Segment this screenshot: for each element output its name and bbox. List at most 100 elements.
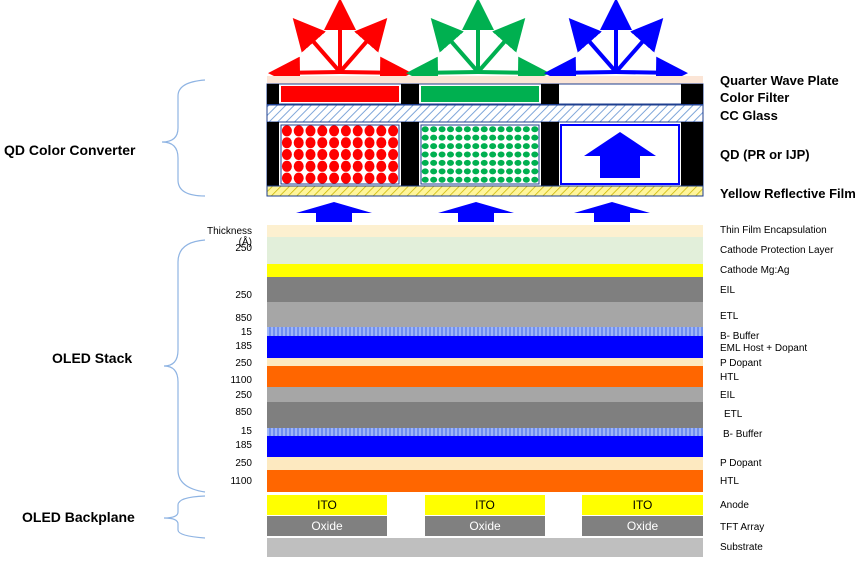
quantum-dot bbox=[480, 159, 488, 166]
quantum-dot bbox=[329, 125, 340, 137]
quantum-dot bbox=[522, 159, 530, 166]
quantum-dot bbox=[489, 168, 497, 175]
quantum-dot bbox=[497, 134, 505, 141]
quantum-dot bbox=[352, 149, 363, 160]
quantum-dot bbox=[388, 149, 399, 160]
qd-black-2 bbox=[401, 122, 419, 186]
quantum-dot bbox=[506, 159, 513, 166]
quantum-dot bbox=[305, 172, 316, 184]
quantum-dot bbox=[305, 137, 316, 149]
blue-excitation-arrow-3 bbox=[574, 202, 650, 222]
quantum-dot bbox=[531, 134, 539, 141]
quantum-dot bbox=[430, 151, 438, 158]
quantum-dot bbox=[489, 176, 497, 183]
quantum-dot bbox=[317, 125, 328, 137]
oxide-tft-3: Oxide bbox=[582, 516, 703, 536]
quantum-dot bbox=[430, 159, 438, 166]
quantum-dot bbox=[438, 126, 446, 133]
quantum-dot bbox=[421, 134, 429, 141]
quantum-dot bbox=[447, 176, 454, 183]
quantum-dot bbox=[497, 159, 505, 166]
quantum-dot bbox=[463, 126, 471, 133]
quantum-dot bbox=[472, 151, 480, 158]
thickness-header: Thickness (Å) bbox=[206, 226, 252, 248]
quantum-dot bbox=[472, 176, 480, 183]
thickness-value: 250 bbox=[235, 390, 252, 401]
stack-layer bbox=[267, 358, 703, 366]
quantum-dot bbox=[531, 168, 539, 175]
thickness-value: 250 bbox=[235, 458, 252, 469]
quantum-dot bbox=[430, 168, 438, 175]
thickness-value: 850 bbox=[235, 407, 252, 418]
quantum-dot bbox=[506, 168, 513, 175]
stack-layer bbox=[267, 225, 703, 237]
backplane-bracket bbox=[163, 495, 206, 539]
quantum-dot bbox=[281, 172, 292, 184]
quantum-dot bbox=[376, 137, 387, 149]
quantum-dot bbox=[497, 126, 505, 133]
quantum-dot bbox=[497, 176, 505, 183]
quantum-dot bbox=[447, 134, 454, 141]
tft-array-label: TFT Array bbox=[720, 522, 765, 533]
quantum-dot bbox=[305, 125, 316, 137]
thickness-value: 185 bbox=[235, 440, 252, 451]
quantum-dot bbox=[430, 143, 438, 150]
thickness-value: 850 bbox=[235, 313, 252, 324]
green-filter bbox=[421, 86, 539, 102]
thickness-value: 1100 bbox=[230, 375, 252, 386]
quantum-dot bbox=[447, 168, 454, 175]
quantum-dot bbox=[463, 143, 471, 150]
quantum-dot bbox=[376, 125, 387, 137]
blue-excitation-arrow-1 bbox=[296, 202, 372, 222]
quantum-dot bbox=[364, 160, 375, 172]
black-matrix-4 bbox=[681, 84, 703, 104]
quantum-dot bbox=[472, 159, 480, 166]
quantum-dot bbox=[293, 172, 304, 184]
layer-label: EIL bbox=[720, 285, 736, 296]
quantum-dot bbox=[455, 168, 463, 175]
black-matrix-3 bbox=[541, 84, 559, 104]
ito-anode-3: ITO bbox=[582, 495, 703, 515]
quantum-dot bbox=[340, 149, 351, 160]
quantum-dot bbox=[421, 143, 429, 150]
layer-label: P Dopant bbox=[720, 458, 762, 469]
cc-glass-label: CC Glass bbox=[720, 108, 778, 123]
quantum-dot bbox=[522, 134, 530, 141]
quantum-dot bbox=[506, 143, 513, 150]
thickness-value: 185 bbox=[235, 341, 252, 352]
qd-converter-diagram bbox=[266, 0, 704, 222]
quantum-dot bbox=[522, 168, 530, 175]
quantum-dot bbox=[388, 125, 399, 137]
green-emission-arrows bbox=[406, 0, 550, 89]
quantum-dot bbox=[438, 134, 446, 141]
quantum-dot bbox=[364, 149, 375, 160]
quantum-dot bbox=[455, 134, 463, 141]
quantum-dot bbox=[506, 151, 513, 158]
green-qd-cell bbox=[420, 124, 540, 185]
thickness-value: 1100 bbox=[230, 476, 252, 487]
quantum-dot bbox=[421, 176, 429, 183]
yellow-reflective-film-label: Yellow Reflective Film bbox=[720, 186, 856, 201]
quantum-dot bbox=[340, 160, 351, 172]
quantum-dot bbox=[293, 160, 304, 172]
quantum-dot bbox=[430, 126, 438, 133]
quantum-dot bbox=[352, 160, 363, 172]
quantum-dot bbox=[388, 160, 399, 172]
oled-stack-label: OLED Stack bbox=[52, 350, 133, 366]
quantum-dot bbox=[480, 126, 488, 133]
layer-label: Cathode Mg:Ag bbox=[720, 265, 790, 276]
qd-black-4 bbox=[681, 122, 703, 186]
quantum-dot bbox=[430, 176, 438, 183]
red-filter bbox=[281, 86, 399, 102]
quantum-dot bbox=[447, 159, 454, 166]
quantum-dot bbox=[463, 176, 471, 183]
quantum-dot bbox=[497, 143, 505, 150]
quantum-dot bbox=[329, 149, 340, 160]
stack-layer bbox=[267, 366, 703, 387]
layer-label: Thin Film Encapsulation bbox=[720, 225, 827, 236]
quantum-dot bbox=[514, 176, 522, 183]
quantum-dot bbox=[447, 151, 454, 158]
quarter-wave-plate-label: Quarter Wave Plate bbox=[720, 73, 839, 88]
layer-label: ETL bbox=[724, 409, 743, 420]
quantum-dot bbox=[531, 126, 539, 133]
